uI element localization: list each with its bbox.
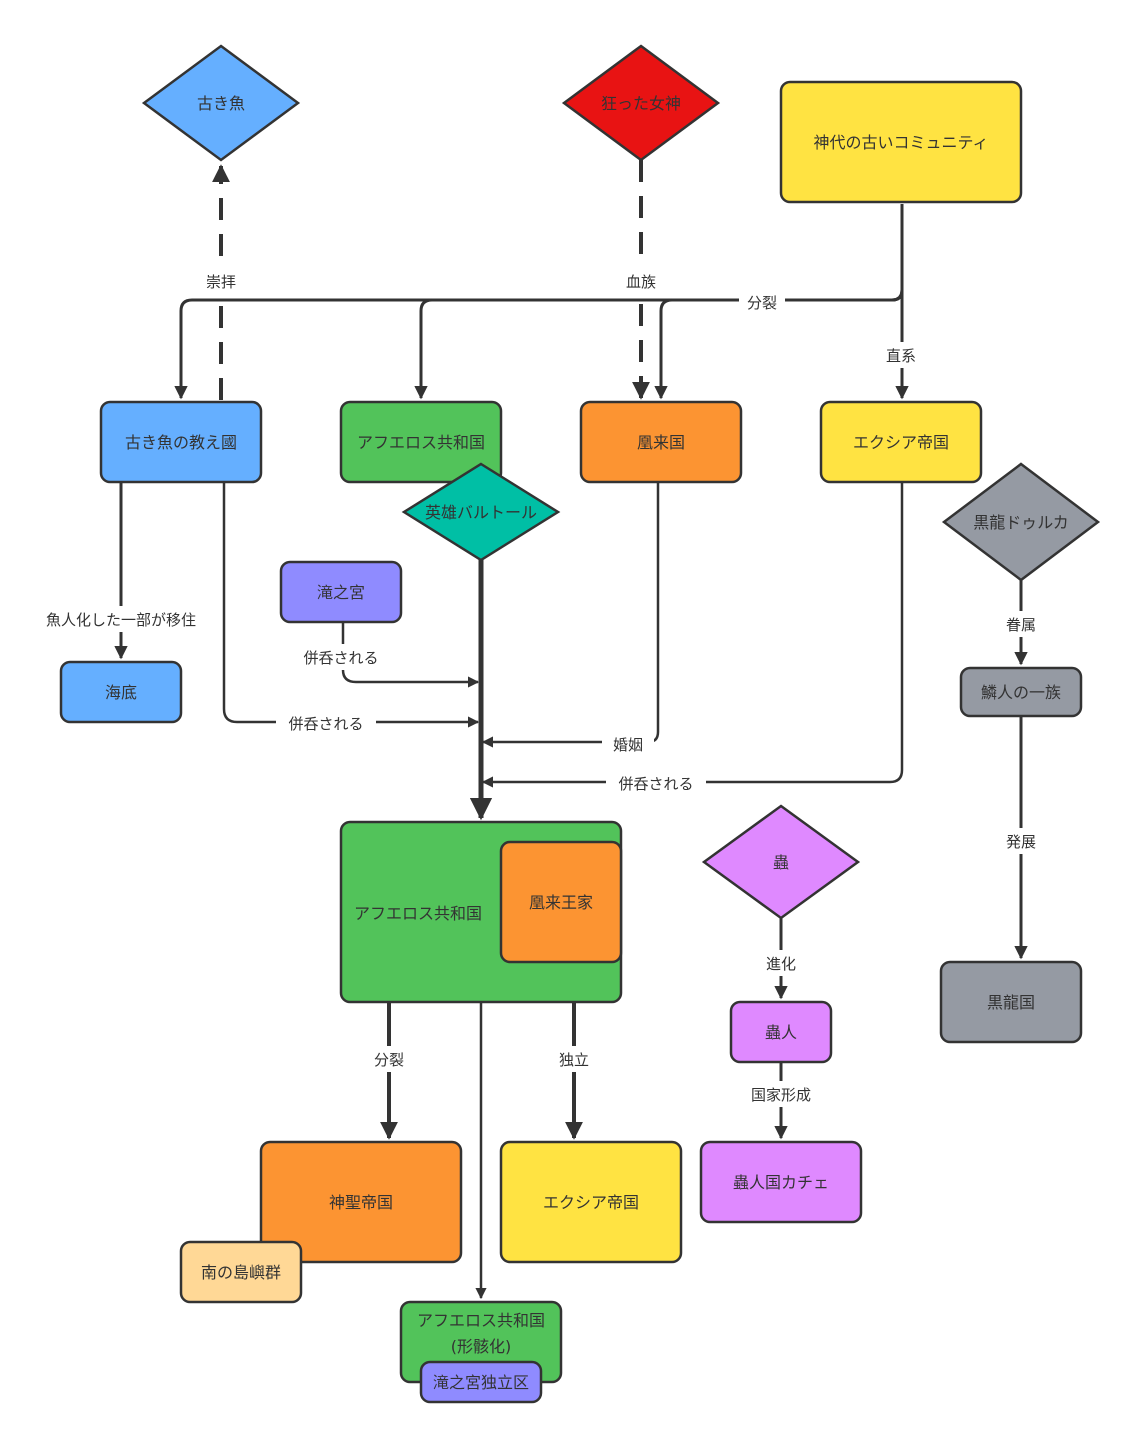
label-split-top: 分裂 bbox=[747, 294, 777, 312]
edge-labels: 崇拝 血族 分裂 直系 魚人化した一部が移住 併呑される 併呑される 婚姻 併呑… bbox=[26, 268, 1046, 1107]
node-holy-empire[interactable] bbox=[259, 1140, 463, 1264]
node-old-fish[interactable] bbox=[141, 44, 301, 162]
node-oura-royal-family[interactable] bbox=[499, 840, 623, 964]
label-development: 発展 bbox=[1006, 833, 1036, 851]
node-exia-empire-1-label: エクシア帝国 bbox=[853, 433, 949, 452]
node-aphelos-republic-3-label-line1: アフエロス共和国 bbox=[417, 1311, 545, 1330]
label-nation-building: 国家形成 bbox=[751, 1086, 811, 1104]
edge-absorbed-old-fish bbox=[222, 482, 480, 728]
label-absorbed-old-fish: 併呑される bbox=[288, 715, 363, 733]
node-old-fish-label: 古き魚 bbox=[197, 94, 245, 113]
node-mad-goddess[interactable] bbox=[561, 44, 721, 162]
label-worship: 崇拝 bbox=[206, 273, 236, 291]
label-direct-line: 直系 bbox=[886, 347, 916, 365]
label-fishman-migration: 魚人化した一部が移住 bbox=[46, 611, 196, 629]
node-exia-empire-1[interactable] bbox=[819, 400, 983, 484]
node-takinomiya-district-label: 滝之宮独立区 bbox=[433, 1373, 529, 1392]
node-insect-label: 蟲 bbox=[773, 853, 789, 872]
node-southern-islands-label: 南の島嶼群 bbox=[201, 1263, 281, 1282]
node-southern-islands[interactable] bbox=[179, 1240, 303, 1304]
edge-absorbed-takinomiya bbox=[341, 622, 480, 688]
label-independence: 独立 bbox=[559, 1051, 589, 1069]
node-mad-goddess-label: 狂った女神 bbox=[601, 94, 681, 113]
label-kin: 眷属 bbox=[1006, 616, 1036, 634]
label-evolution: 進化 bbox=[766, 955, 796, 973]
node-holy-empire-label: 神聖帝国 bbox=[329, 1193, 393, 1212]
node-insect-nation-kache[interactable] bbox=[699, 1140, 863, 1224]
nodes: 古き魚 狂った女神 神代の古いコミュニティ 古き魚の教え國 アフエロス共和国 凰… bbox=[59, 44, 1101, 1404]
node-insect-people[interactable] bbox=[729, 1000, 833, 1064]
node-ancient-community[interactable] bbox=[779, 80, 1023, 204]
node-insect-nation-kache-label: 蟲人国カチェ bbox=[733, 1173, 829, 1192]
node-black-dragon-nation-label: 黒龍国 bbox=[987, 993, 1035, 1012]
node-aphelos-republic-1[interactable] bbox=[339, 400, 503, 484]
node-ancient-community-label: 神代の古いコミュニティ bbox=[813, 133, 988, 152]
node-exia-empire-2-label: エクシア帝国 bbox=[543, 1193, 639, 1212]
label-absorbed-exia: 併呑される bbox=[618, 775, 693, 793]
node-insect-people-label: 蟲人 bbox=[765, 1023, 797, 1042]
node-exia-empire-2[interactable] bbox=[499, 1140, 683, 1264]
node-black-dragon-nation[interactable] bbox=[939, 960, 1083, 1044]
node-old-fish-teaching-label: 古き魚の教え國 bbox=[125, 433, 237, 452]
edge-absorbed-exia bbox=[481, 482, 904, 788]
node-scale-clan[interactable] bbox=[959, 666, 1083, 718]
node-hero-baltol-label: 英雄バルトール bbox=[425, 503, 537, 522]
node-seabed-label: 海底 bbox=[105, 683, 137, 702]
node-oura-kingdom-label: 凰来国 bbox=[637, 433, 685, 452]
node-aphelos-republic-3-label-line2: (形骸化) bbox=[451, 1337, 512, 1356]
label-absorbed-takinomiya: 併呑される bbox=[303, 649, 378, 667]
node-scale-clan-label: 鱗人の一族 bbox=[981, 683, 1061, 702]
node-seabed[interactable] bbox=[59, 660, 183, 724]
label-bloodline: 血族 bbox=[626, 273, 656, 291]
edges bbox=[114, 160, 1028, 1300]
node-hero-baltol[interactable] bbox=[401, 462, 561, 562]
node-oura-royal-family-label: 凰来王家 bbox=[529, 893, 593, 912]
node-oura-kingdom[interactable] bbox=[579, 400, 743, 484]
node-takinomiya-label: 滝之宮 bbox=[317, 583, 365, 602]
label-marriage: 婚姻 bbox=[613, 736, 643, 754]
node-black-dragon-durka[interactable] bbox=[941, 462, 1101, 582]
node-takinomiya[interactable] bbox=[279, 560, 403, 624]
node-black-dragon-durka-label: 黒龍ドゥルカ bbox=[973, 513, 1069, 532]
node-takinomiya-district[interactable] bbox=[419, 1360, 543, 1404]
label-split-bottom: 分裂 bbox=[374, 1051, 404, 1069]
node-insect[interactable] bbox=[701, 804, 861, 920]
node-old-fish-teaching[interactable] bbox=[99, 400, 263, 484]
node-aphelos-republic-1-label: アフエロス共和国 bbox=[357, 433, 485, 452]
node-aphelos-republic-2-label: アフエロス共和国 bbox=[354, 904, 482, 923]
